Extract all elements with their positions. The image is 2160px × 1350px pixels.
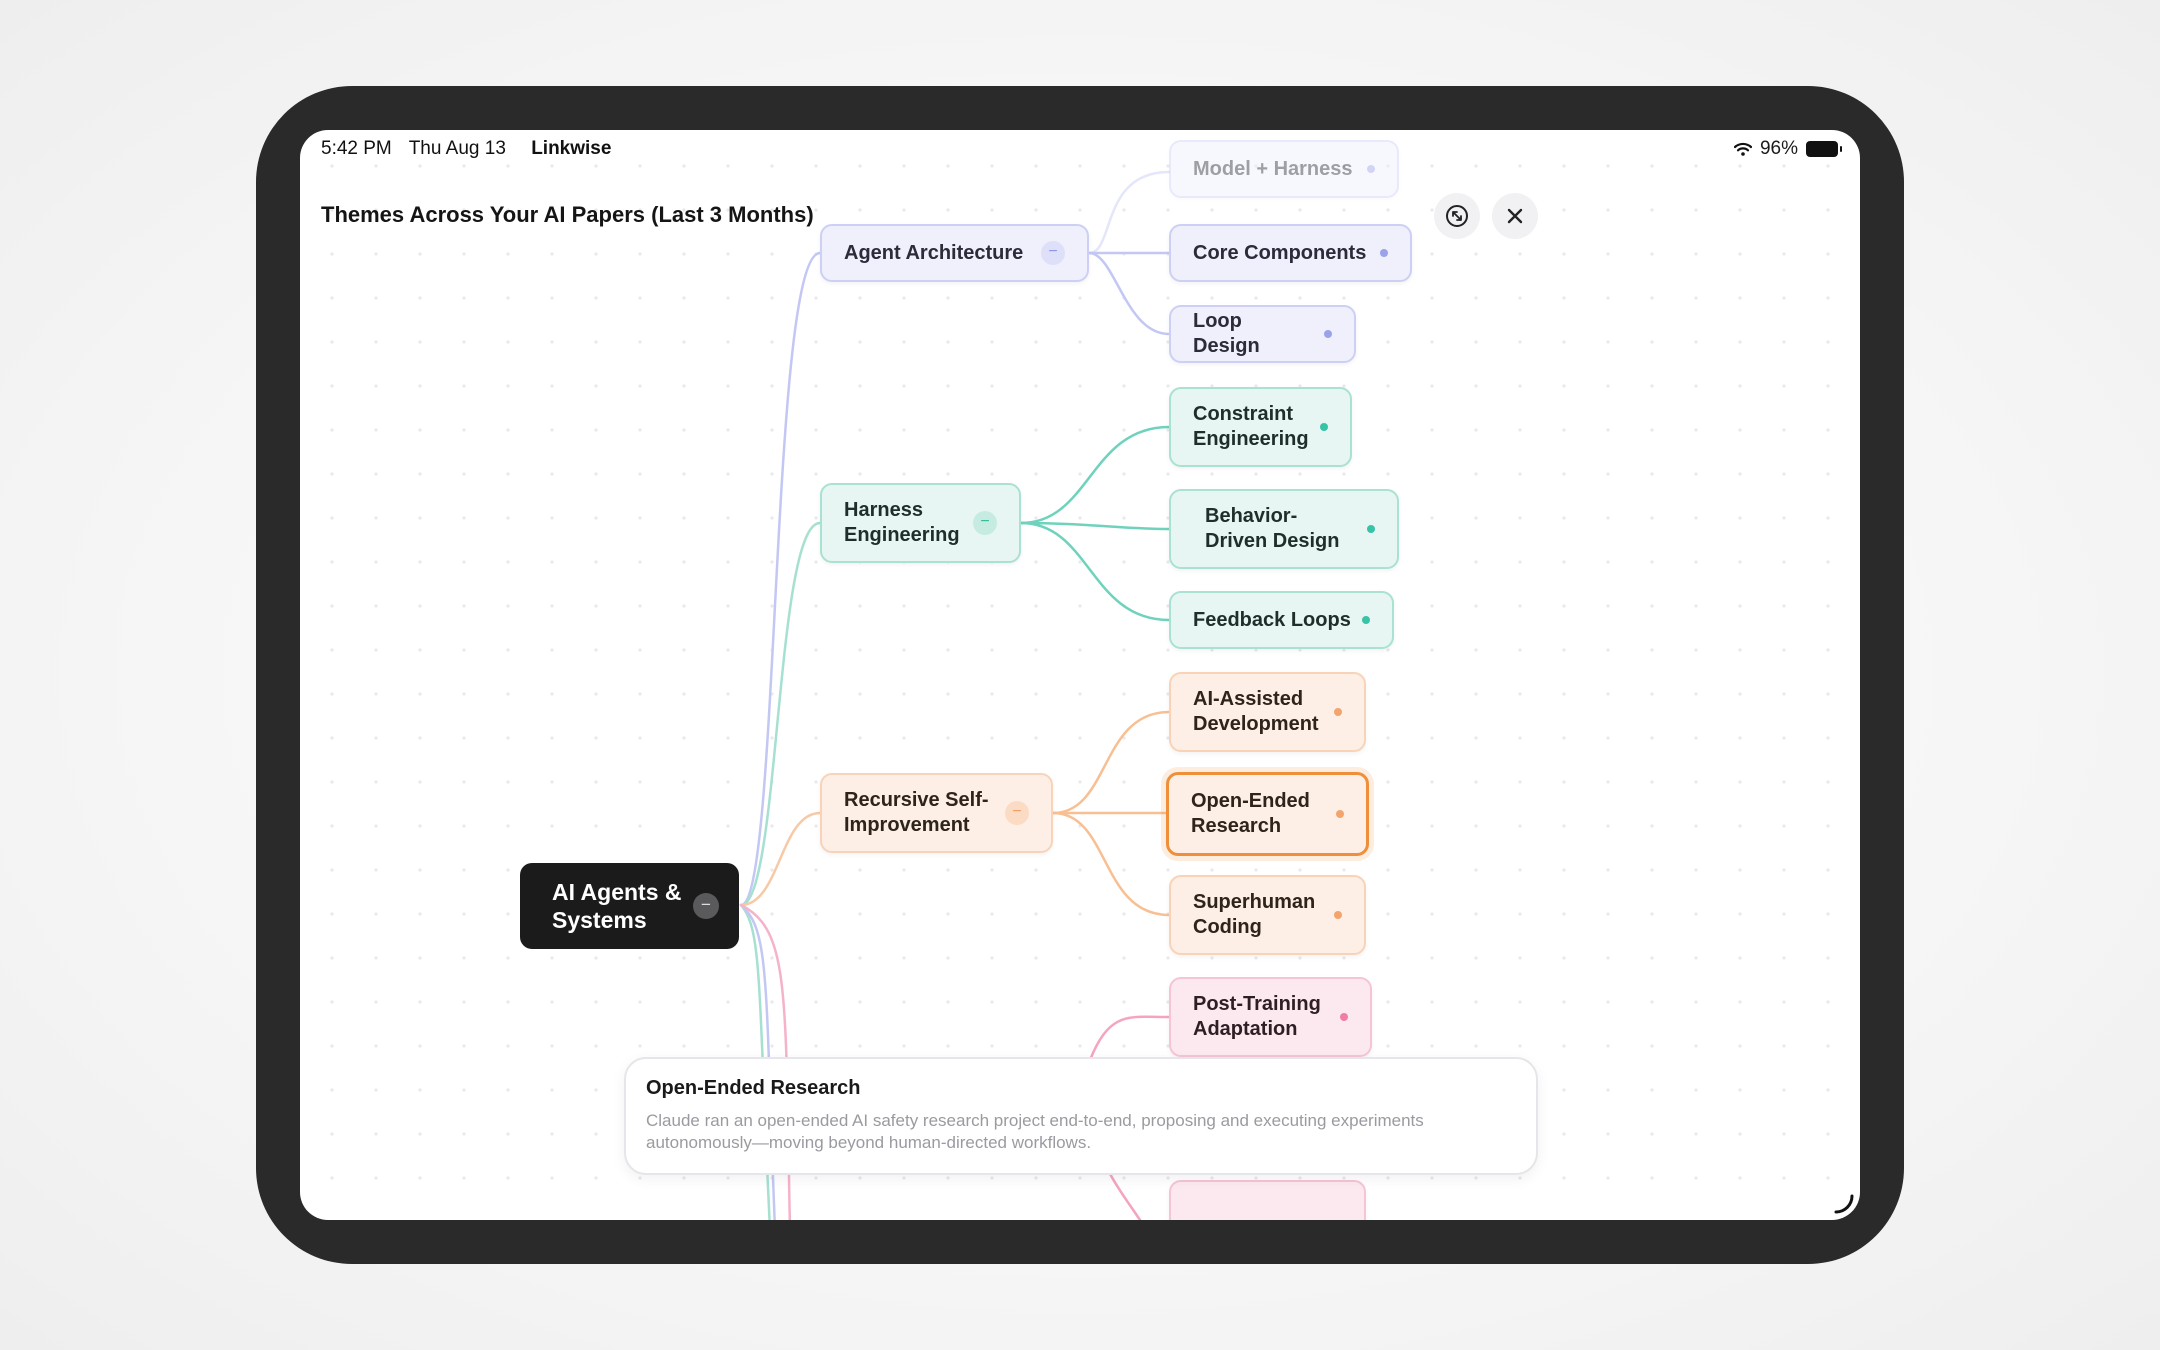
minus-icon[interactable]: −: [1041, 241, 1065, 265]
leaf-ai-assisted-development[interactable]: AI-Assisted Development: [1169, 672, 1366, 752]
node-label: Behavior-Driven Design: [1205, 505, 1340, 552]
minus-icon[interactable]: −: [1005, 801, 1029, 825]
node-label: Harness Engineering: [844, 499, 960, 546]
page-title: Themes Across Your AI Papers (Last 3 Mon…: [321, 202, 814, 227]
mindmap-connectors: [739, 170, 1171, 1220]
leaf-superhuman-coding[interactable]: Superhuman Coding: [1169, 875, 1366, 955]
detail-description: Claude ran an open-ended AI safety resea…: [646, 1111, 1424, 1152]
resize-handle-icon[interactable]: [1832, 1192, 1856, 1216]
status-indicators: 96%: [1733, 138, 1842, 160]
status-app-name: Linkwise: [531, 138, 612, 159]
dot-icon: [1362, 616, 1370, 624]
battery-icon: [1806, 141, 1842, 157]
leaf-core-components[interactable]: Core Components: [1169, 224, 1412, 282]
leaf-model-harness[interactable]: Model + Harness: [1169, 140, 1399, 198]
app-screen: 5:42 PM Thu Aug 13 Linkwise 96% Themes A…: [300, 130, 1860, 1220]
minus-icon[interactable]: −: [973, 511, 997, 535]
node-label: Core Components: [1193, 241, 1367, 264]
leaf-behavior-driven-design[interactable]: Behavior-Driven Design: [1169, 489, 1399, 569]
detail-card: Open-Ended Research Claude ran an open-e…: [624, 1057, 1538, 1175]
branch-harness-engineering[interactable]: Harness Engineering −: [820, 483, 1021, 563]
wifi-icon: [1733, 142, 1752, 156]
leaf-constraint-engineering[interactable]: Constraint Engineering: [1169, 387, 1352, 467]
node-label: Constraint Engineering: [1193, 403, 1309, 450]
node-label: Superhuman Coding: [1193, 891, 1316, 938]
node-label: AI-Assisted Development: [1193, 688, 1319, 735]
branch-recursive-self-improvement[interactable]: Recursive Self-Improvement −: [820, 773, 1053, 853]
node-label: Loop Design: [1193, 310, 1260, 357]
fit-view-icon: [1446, 205, 1468, 227]
node-label: Agent Architecture: [844, 241, 1024, 264]
root-label: AI Agents & Systems: [552, 879, 682, 933]
leaf-partial-node[interactable]: [1169, 1180, 1366, 1220]
dot-icon: [1334, 708, 1342, 716]
node-label: Post-Training Adaptation: [1193, 993, 1321, 1040]
dot-icon: [1367, 525, 1375, 533]
dot-icon: [1340, 1013, 1348, 1021]
dot-icon: [1367, 165, 1375, 173]
battery-percent: 96%: [1759, 138, 1798, 159]
detail-title: Open-Ended Research: [646, 1077, 861, 1099]
leaf-post-training-adaptation[interactable]: Post-Training Adaptation: [1169, 977, 1372, 1057]
close-icon: [1507, 208, 1523, 224]
dot-icon: [1336, 810, 1344, 818]
status-time: 5:42 PM: [321, 138, 392, 159]
status-date: Thu Aug 13: [408, 138, 506, 159]
dot-icon: [1324, 330, 1332, 338]
node-label: Recursive Self-Improvement: [844, 789, 989, 836]
node-label: Model + Harness: [1193, 157, 1353, 180]
close-button[interactable]: [1492, 193, 1538, 239]
fit-view-button[interactable]: [1434, 193, 1480, 239]
leaf-open-ended-research[interactable]: Open-Ended Research: [1166, 772, 1369, 856]
node-label: Feedback Loops: [1193, 608, 1351, 631]
dot-icon: [1334, 911, 1342, 919]
dot-icon: [1320, 423, 1328, 431]
branch-agent-architecture[interactable]: Agent Architecture −: [820, 224, 1089, 282]
leaf-loop-design[interactable]: Loop Design: [1169, 305, 1356, 363]
dot-icon: [1380, 249, 1388, 257]
status-bar: 5:42 PM Thu Aug 13 Linkwise: [321, 138, 623, 160]
minus-icon[interactable]: −: [693, 893, 719, 919]
leaf-feedback-loops[interactable]: Feedback Loops: [1169, 591, 1394, 649]
root-node[interactable]: AI Agents & Systems −: [520, 863, 739, 949]
node-label: Open-Ended Research: [1191, 790, 1310, 837]
